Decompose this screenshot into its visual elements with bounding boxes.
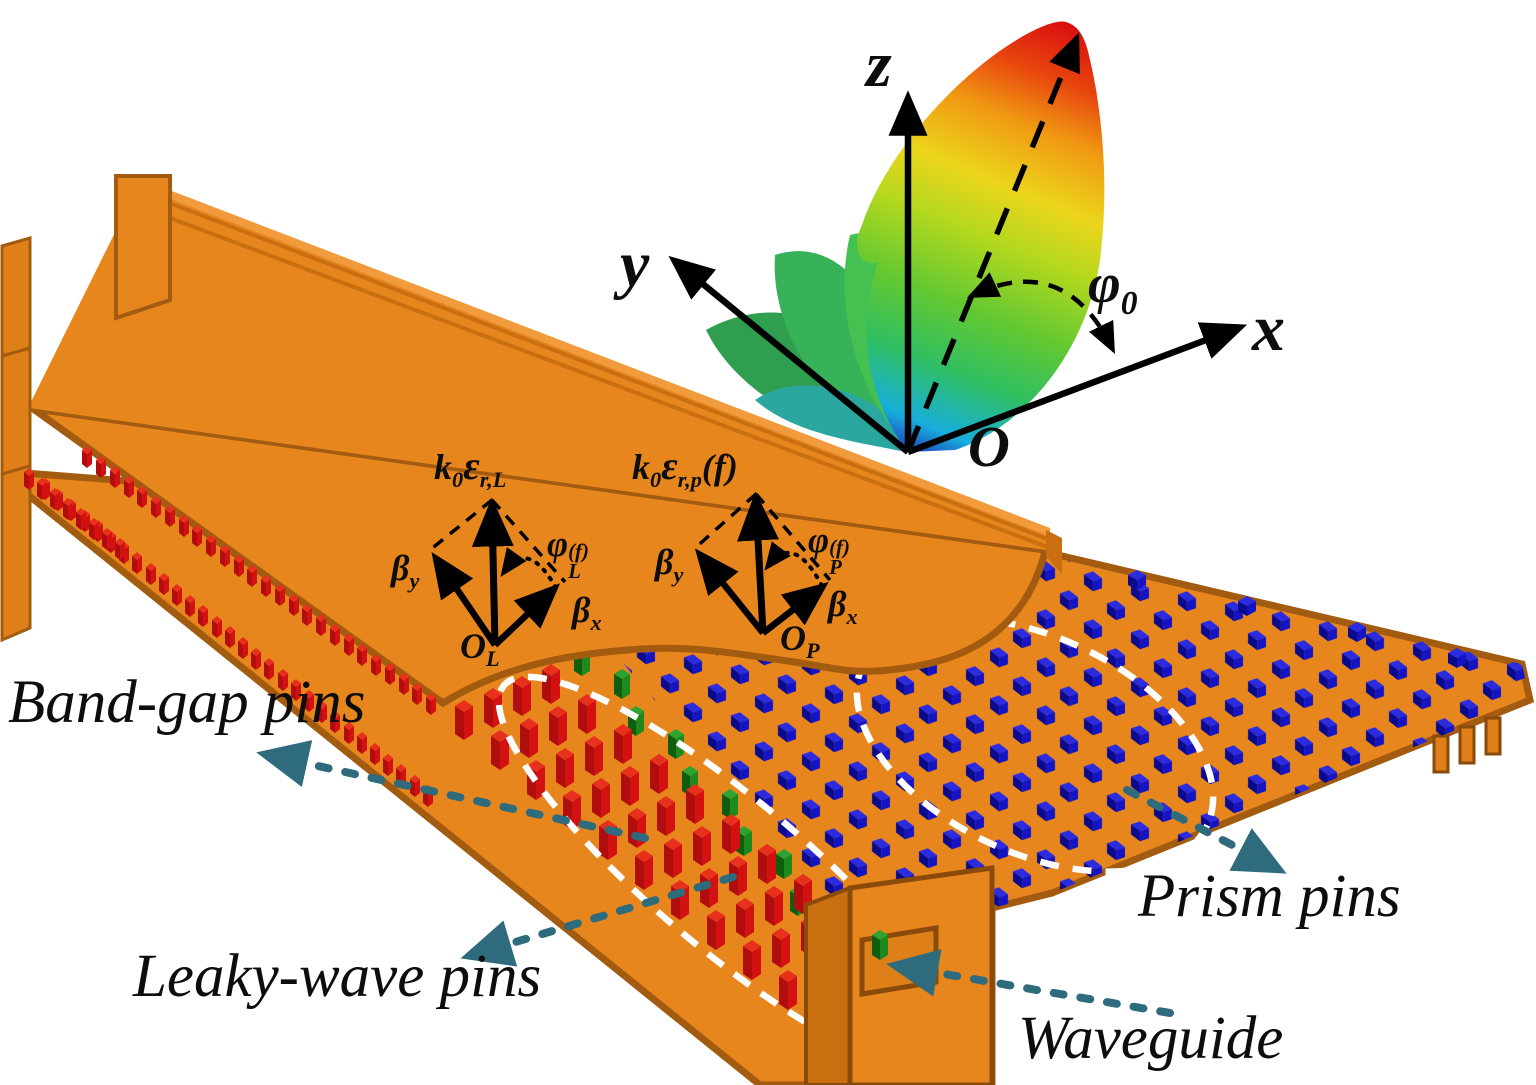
vector-diagram-prism [692, 491, 832, 636]
z-axis-label: z [866, 28, 892, 101]
edge-fins [1432, 716, 1502, 774]
origin-label-leaky: OL [460, 626, 500, 672]
band-gap-arrow [256, 740, 649, 842]
prism-pins-label: Prism pins [1138, 863, 1401, 930]
beta-y-vector [694, 548, 766, 636]
prism-arrow [1123, 786, 1287, 874]
left-flange [0, 236, 32, 643]
coordinate-axes [668, 90, 1248, 456]
beam-axis-dashed [905, 32, 1080, 454]
annotation-arrows [256, 740, 1287, 1017]
waveguide-label: Waveguide [1018, 1005, 1284, 1072]
vector-diagram-leaky [428, 497, 567, 648]
leaky-wave-pins-label: Leaky-wave pins [133, 943, 542, 1010]
waveguide-block [804, 865, 995, 1085]
k-vector [471, 497, 514, 646]
beta-x-vector [761, 582, 829, 636]
port-green-pin [872, 930, 888, 960]
x-axis [906, 322, 1248, 456]
leaky-wave-arrow [460, 873, 737, 967]
y-axis-label: y [620, 228, 650, 301]
y-axis [668, 255, 911, 455]
phi-arc [764, 541, 824, 588]
x-axis-label: x [1252, 292, 1285, 365]
k-vector [737, 491, 780, 634]
phi0-label: φ0 [1088, 253, 1138, 323]
origin-label-prism: OP [780, 618, 820, 664]
origin-label: O [968, 414, 1010, 479]
band-gap-pins-label: Band-gap pins [8, 669, 366, 736]
beta-y-vector [431, 551, 498, 647]
beta-x-label-leaky: βx [572, 590, 602, 636]
top-plate [22, 400, 1051, 708]
waveguide-arrow [886, 949, 1174, 1017]
beta-y-label-leaky: βy [391, 548, 420, 594]
back-wall [0, 174, 1062, 643]
beta-x-vector [492, 583, 561, 648]
main-lobe [857, 21, 1105, 452]
phi0-angle-arc [966, 272, 1115, 355]
k-epsilon-label-leaky: k0εr,L [434, 443, 507, 493]
k-epsilon-label-prism: k0εr,p(f) [632, 443, 738, 493]
beta-x-label-prism: βx [828, 584, 858, 630]
phi-arc [500, 547, 558, 590]
wall-end-cap [114, 174, 172, 321]
prism-pin-field [610, 556, 1530, 1085]
beta-y-label-prism: βy [655, 542, 684, 588]
phi-label-leaky: φ(f)L [547, 524, 589, 584]
phi-label-prism: φ(f)P [808, 520, 850, 580]
